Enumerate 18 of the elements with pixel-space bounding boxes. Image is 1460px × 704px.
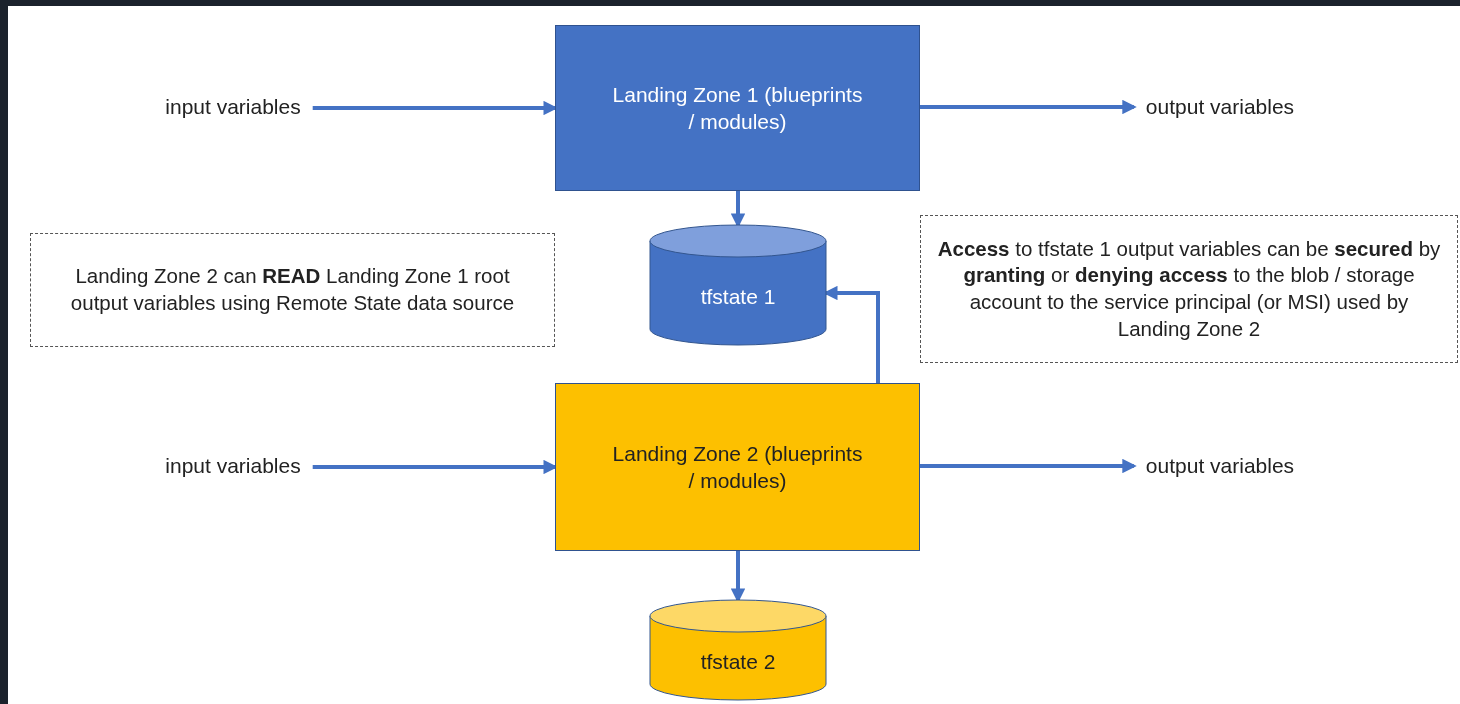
process-box [555,383,920,551]
box-label: tfstate 1 [700,284,776,311]
box-label: Landing Zone 1 (blueprints / modules) [612,81,863,135]
note-text: Landing Zone 2 can READ Landing Zone 1 root output variables using Remote State data source [69,263,516,316]
variable-label: output variables [1145,453,1295,480]
note-box [30,233,555,347]
box-label: Landing Zone 2 (blueprints / modules) [612,440,863,494]
variable-label: output variables [1145,94,1295,121]
variable-label: input variables [165,453,301,480]
arrow [920,458,1137,474]
variable-label: input variables [165,94,301,121]
process-box [555,25,920,191]
database-cylinder [650,225,826,345]
note-text: Access to tfstate 1 output variables can be secured by granting or denying access to the blob / storage account to the service principal (or MSI) used by Landing Zone 2 [936,235,1442,342]
database-cylinder [650,600,826,700]
note-box [920,215,1458,363]
box-label: tfstate 2 [700,649,776,676]
arrow [920,99,1137,115]
